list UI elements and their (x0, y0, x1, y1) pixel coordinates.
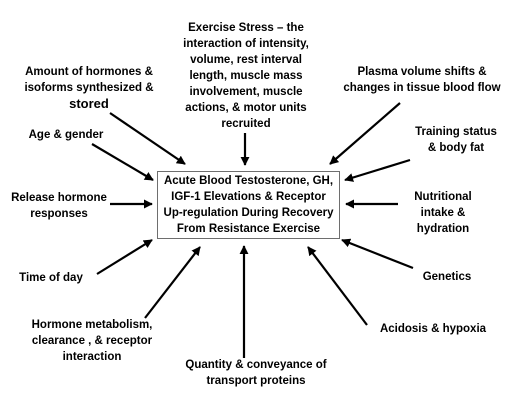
factor-exercise-stress: Exercise Stress – the interaction of int… (168, 20, 324, 132)
factor-line: length, muscle mass (189, 70, 303, 82)
factor-line: clearance , & receptor (31, 335, 153, 347)
arrow-training-status (344, 158, 411, 182)
factor-line: Training status (415, 126, 497, 138)
factor-line: intake & (420, 207, 466, 219)
factor-release-hormone: Release hormone responses (3, 190, 115, 222)
factor-amount-hormones: Amount of hormones & isoforms synthesize… (14, 64, 164, 112)
arrow-amount-hormones (109, 112, 186, 165)
center-line: From Resistance Exercise (176, 223, 321, 235)
factor-time-of-day: Time of day (10, 270, 92, 286)
factor-line: responses (30, 208, 88, 220)
factor-line: Genetics (422, 271, 472, 283)
arrow-hormone-metabolism (144, 246, 201, 319)
factor-line: Plasma volume shifts & (357, 66, 487, 78)
central-outcome-box: Acute Blood Testosterone, GH, IGF-1 Elev… (157, 171, 340, 239)
factor-line: stored (69, 96, 109, 111)
center-line: Acute Blood Testosterone, GH, (163, 175, 334, 187)
factor-line: Quantity & conveyance of (185, 359, 327, 371)
factor-plasma-volume: Plasma volume shifts & changes in tissue… (336, 64, 508, 96)
factor-genetics: Genetics (416, 269, 478, 285)
factor-line: Amount of hormones & (25, 66, 153, 78)
factor-line: actions, & motor units (185, 102, 307, 114)
factor-line: Acidosis & hypoxia (379, 323, 487, 335)
factor-line: Nutritional (414, 191, 472, 203)
factor-line: interaction (62, 351, 122, 363)
factor-line: Time of day (19, 272, 83, 284)
factor-transport: Quantity & conveyance of transport prote… (170, 357, 342, 389)
factor-line: transport proteins (206, 375, 306, 387)
factor-line: Release hormone (11, 192, 107, 204)
factor-line: Age & gender (28, 129, 104, 141)
arrow-genetics (341, 238, 414, 270)
factor-nutritional: Nutritional intake & hydration (398, 189, 488, 237)
factor-line: involvement, muscle (189, 86, 303, 98)
factor-acidosis: Acidosis & hypoxia (366, 321, 500, 337)
factor-line: changes in tissue blood flow (343, 82, 501, 94)
factor-line: volume, rest interval (190, 54, 302, 66)
arrow-plasma-volume (329, 102, 401, 165)
factor-hormone-metabolism: Hormone metabolism, clearance , & recept… (18, 317, 166, 365)
factor-line: isoforms synthesized & (24, 82, 154, 94)
center-line: IGF-1 Elevations & Receptor (171, 191, 326, 203)
arrow-time-of-day (96, 239, 153, 275)
factor-line: recruited (221, 118, 271, 130)
factor-line: Exercise Stress – the (188, 22, 304, 34)
factor-age-gender: Age & gender (14, 127, 118, 143)
center-line: Up-regulation During Recovery (163, 207, 334, 219)
arrow-age-gender (91, 143, 154, 181)
factor-line: & body fat (427, 142, 485, 154)
factor-line: hydration (416, 223, 470, 235)
factor-line: interaction of intensity, (183, 38, 309, 50)
factor-training-status: Training status & body fat (405, 124, 507, 156)
arrow-acidosis (307, 246, 368, 326)
factor-line: Hormone metabolism, (31, 319, 153, 331)
